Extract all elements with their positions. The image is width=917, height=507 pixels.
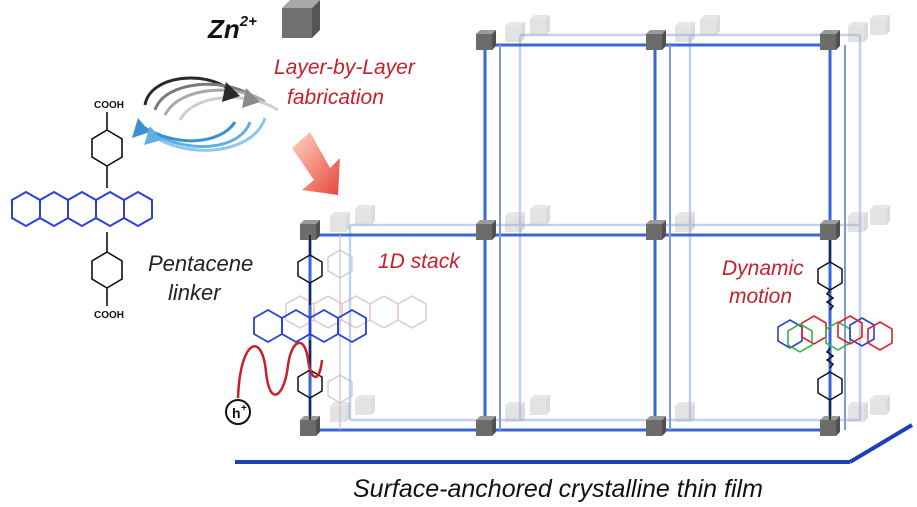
pentacene-linker-molecule: COOH COOH bbox=[11, 100, 153, 321]
fabrication-label-line1: Layer-by-Layer bbox=[274, 56, 416, 79]
film-caption: Surface-anchored crystalline thin film bbox=[353, 475, 763, 503]
framework-back bbox=[348, 33, 862, 422]
motion-label-line2: motion bbox=[729, 285, 792, 308]
acid-top-label: COOH bbox=[94, 100, 124, 111]
hole-label: h bbox=[232, 405, 241, 421]
acid-bottom-label: COOH bbox=[94, 310, 124, 321]
cube-icon bbox=[282, 0, 320, 38]
linker-label-line1: Pentacene bbox=[148, 251, 253, 276]
pentacene-stack bbox=[253, 235, 427, 430]
metal-label: Zn bbox=[207, 14, 240, 44]
linker-label-line2: linker bbox=[168, 280, 222, 305]
framework-front bbox=[308, 43, 846, 432]
diagonal-arrow-icon bbox=[292, 132, 340, 195]
metal-charge: 2+ bbox=[239, 13, 257, 30]
fabrication-label-line2: fabrication bbox=[287, 86, 384, 109]
hole-carrier-icon: h + bbox=[225, 341, 324, 425]
substrate-line bbox=[235, 423, 914, 464]
circular-arrows-icon bbox=[132, 76, 279, 152]
stack-label: 1D stack bbox=[378, 250, 461, 273]
motion-label-line1: Dynamic bbox=[722, 257, 804, 280]
hole-charge: + bbox=[241, 403, 247, 414]
svg-text:Zn2+: Zn2+ bbox=[207, 13, 257, 44]
dynamic-motion-linker bbox=[777, 240, 893, 420]
